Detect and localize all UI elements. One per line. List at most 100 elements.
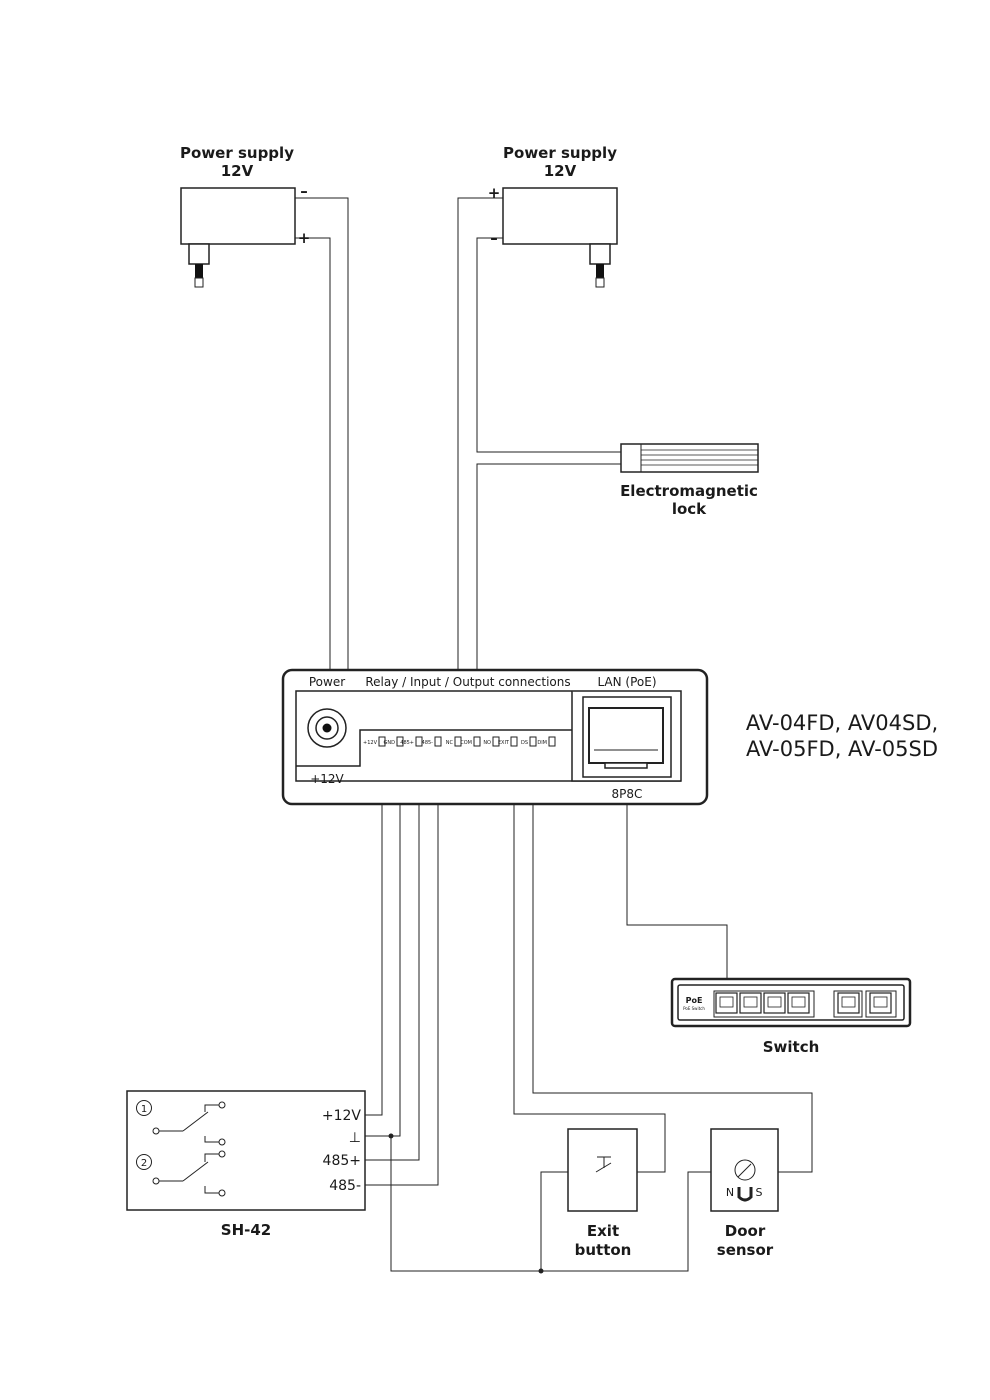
terminal-label: COM (460, 740, 472, 746)
psu-left-body (180, 187, 296, 245)
relay-1-number: 1 (141, 1104, 147, 1115)
model-name-line1: AV-04FD, AV04SD, (746, 711, 938, 735)
relay-1-contact-icon (152, 1101, 226, 1146)
psu-right-plug-tip (595, 277, 605, 288)
door-sensor-label-line1: Door (725, 1222, 766, 1240)
terminal-label: 485- (422, 740, 434, 746)
sh42-terminal-label: 485- (329, 1178, 361, 1194)
wires (295, 197, 813, 1274)
terminal-gnd (396, 736, 404, 747)
switch-badge-sub: PoE Switch (683, 1006, 705, 1011)
wire-exit (513, 746, 666, 1173)
power-supply-left: Power supply 12V – + (180, 144, 311, 288)
exit-button-label-line1: Exit (587, 1222, 619, 1240)
sh42-terminal-label: 485+ (323, 1153, 361, 1169)
terminal-485p (415, 736, 423, 747)
terminal-label: NC (446, 740, 454, 746)
wire-psu2-minus (476, 237, 621, 453)
relay-2-marker (136, 1154, 152, 1170)
electromagnetic-lock: Electromagnetic lock (620, 443, 759, 518)
model-name-line2: AV-05FD, AV-05SD (746, 737, 938, 761)
terminal-no (492, 736, 500, 747)
terminal-label: EXIT (498, 740, 510, 746)
rj45-icon (588, 707, 664, 764)
wire-gnd-bus (390, 1136, 711, 1272)
psu-left-plug-pin (195, 264, 203, 278)
sh42-module: 1 2 +12V ⊥ 485+ 485- SH-42 (126, 1090, 366, 1239)
door-sensor-label-line2: sensor (717, 1241, 774, 1259)
terminal-label: NO (483, 740, 491, 746)
psu-right-plus-sign: + (488, 184, 501, 202)
terminal-block: +12V GND 485+ 485- NC COM NO EXIT DS DIM (363, 736, 556, 747)
lock-label-line2: lock (672, 500, 707, 518)
magnet-pole-n: N (726, 1186, 734, 1199)
terminal-12v (378, 736, 386, 747)
lan-port: 8P8C (571, 691, 681, 801)
psu-right-minus-sign: – (490, 229, 498, 247)
psu-right-title: Power supply (503, 144, 617, 162)
psu-left-title: Power supply (180, 144, 294, 162)
magnet-pole-s: S (756, 1186, 763, 1199)
switch-label: Switch (763, 1038, 820, 1056)
poe-switch: PoE PoE Switch Switch (670, 977, 912, 1056)
sh42-label: SH-42 (221, 1221, 271, 1239)
terminal-ds (529, 736, 537, 747)
wire-psu1-plus (295, 237, 331, 714)
terminal-label: DS (521, 740, 528, 746)
psu-right-plug (589, 243, 611, 265)
sh42-body (126, 1090, 366, 1211)
terminal-nc (454, 736, 462, 747)
wire-12v-sh42 (364, 746, 383, 1116)
wire-lock-com (476, 463, 621, 740)
psu-right-plug-pin (596, 264, 604, 278)
psu-left-plug (188, 243, 210, 265)
panel-cutout-outline (296, 729, 572, 767)
terminal-label: DIM (537, 740, 547, 746)
psu-right-body (502, 187, 618, 245)
lock-body (620, 443, 759, 473)
sh42-terminal-label: +12V (322, 1108, 362, 1124)
panel-power-label: Power (309, 675, 345, 689)
wire-485m-sh42 (364, 746, 439, 1186)
psu-right-voltage: 12V (544, 162, 577, 180)
magnet-icon (737, 1187, 753, 1202)
lan-connector-label: 8P8C (612, 787, 643, 801)
psu-left-plus-sign: + (298, 229, 311, 247)
exit-button-label-line2: button (575, 1241, 632, 1259)
psu-left-voltage: 12V (221, 162, 254, 180)
terminal-label: 485+ (400, 740, 414, 746)
panel-relay-label: Relay / Input / Output connections (365, 675, 570, 689)
psu-left-minus-sign: – (300, 182, 308, 200)
relay-2-number: 2 (141, 1158, 147, 1169)
wire-psu1-minus (295, 197, 349, 727)
psu-left-plug-tip (194, 277, 204, 288)
push-button-icon (595, 1156, 612, 1173)
terminal-label: GND (384, 740, 396, 746)
terminal-label: +12V (363, 740, 378, 746)
intercom-panel: Power Relay / Input / Output connections… (281, 668, 709, 806)
panel-lan-label: LAN (PoE) (597, 675, 656, 689)
exit-button: Exit button (567, 1128, 638, 1259)
terminal-com (473, 736, 481, 747)
lock-label-line1: Electromagnetic (620, 482, 758, 500)
relay-1-marker (136, 1100, 152, 1116)
relay-2-contact-icon (152, 1150, 226, 1197)
junction-dot (388, 1133, 394, 1139)
switch-badge-title: PoE (686, 996, 703, 1005)
sh42-terminal-label: ⊥ (349, 1130, 361, 1146)
wire-lan-switch (626, 766, 728, 995)
wire-gnd-sh42 (364, 746, 401, 1137)
terminal-485m (434, 736, 442, 747)
power-supply-right: Power supply 12V + – (488, 144, 618, 288)
door-sensor: N S Door sensor (710, 1128, 779, 1259)
wire-ds (532, 746, 813, 1173)
exit-button-body (567, 1128, 638, 1212)
junction-dot (538, 1268, 544, 1274)
wire-psu2-plus (457, 197, 503, 740)
wire-gnd-exit (540, 1171, 568, 1271)
terminal-dim (548, 736, 556, 747)
terminal-exit (510, 736, 518, 747)
dc-jack-label: +12V (310, 772, 344, 786)
wire-485p-sh42 (364, 746, 420, 1161)
